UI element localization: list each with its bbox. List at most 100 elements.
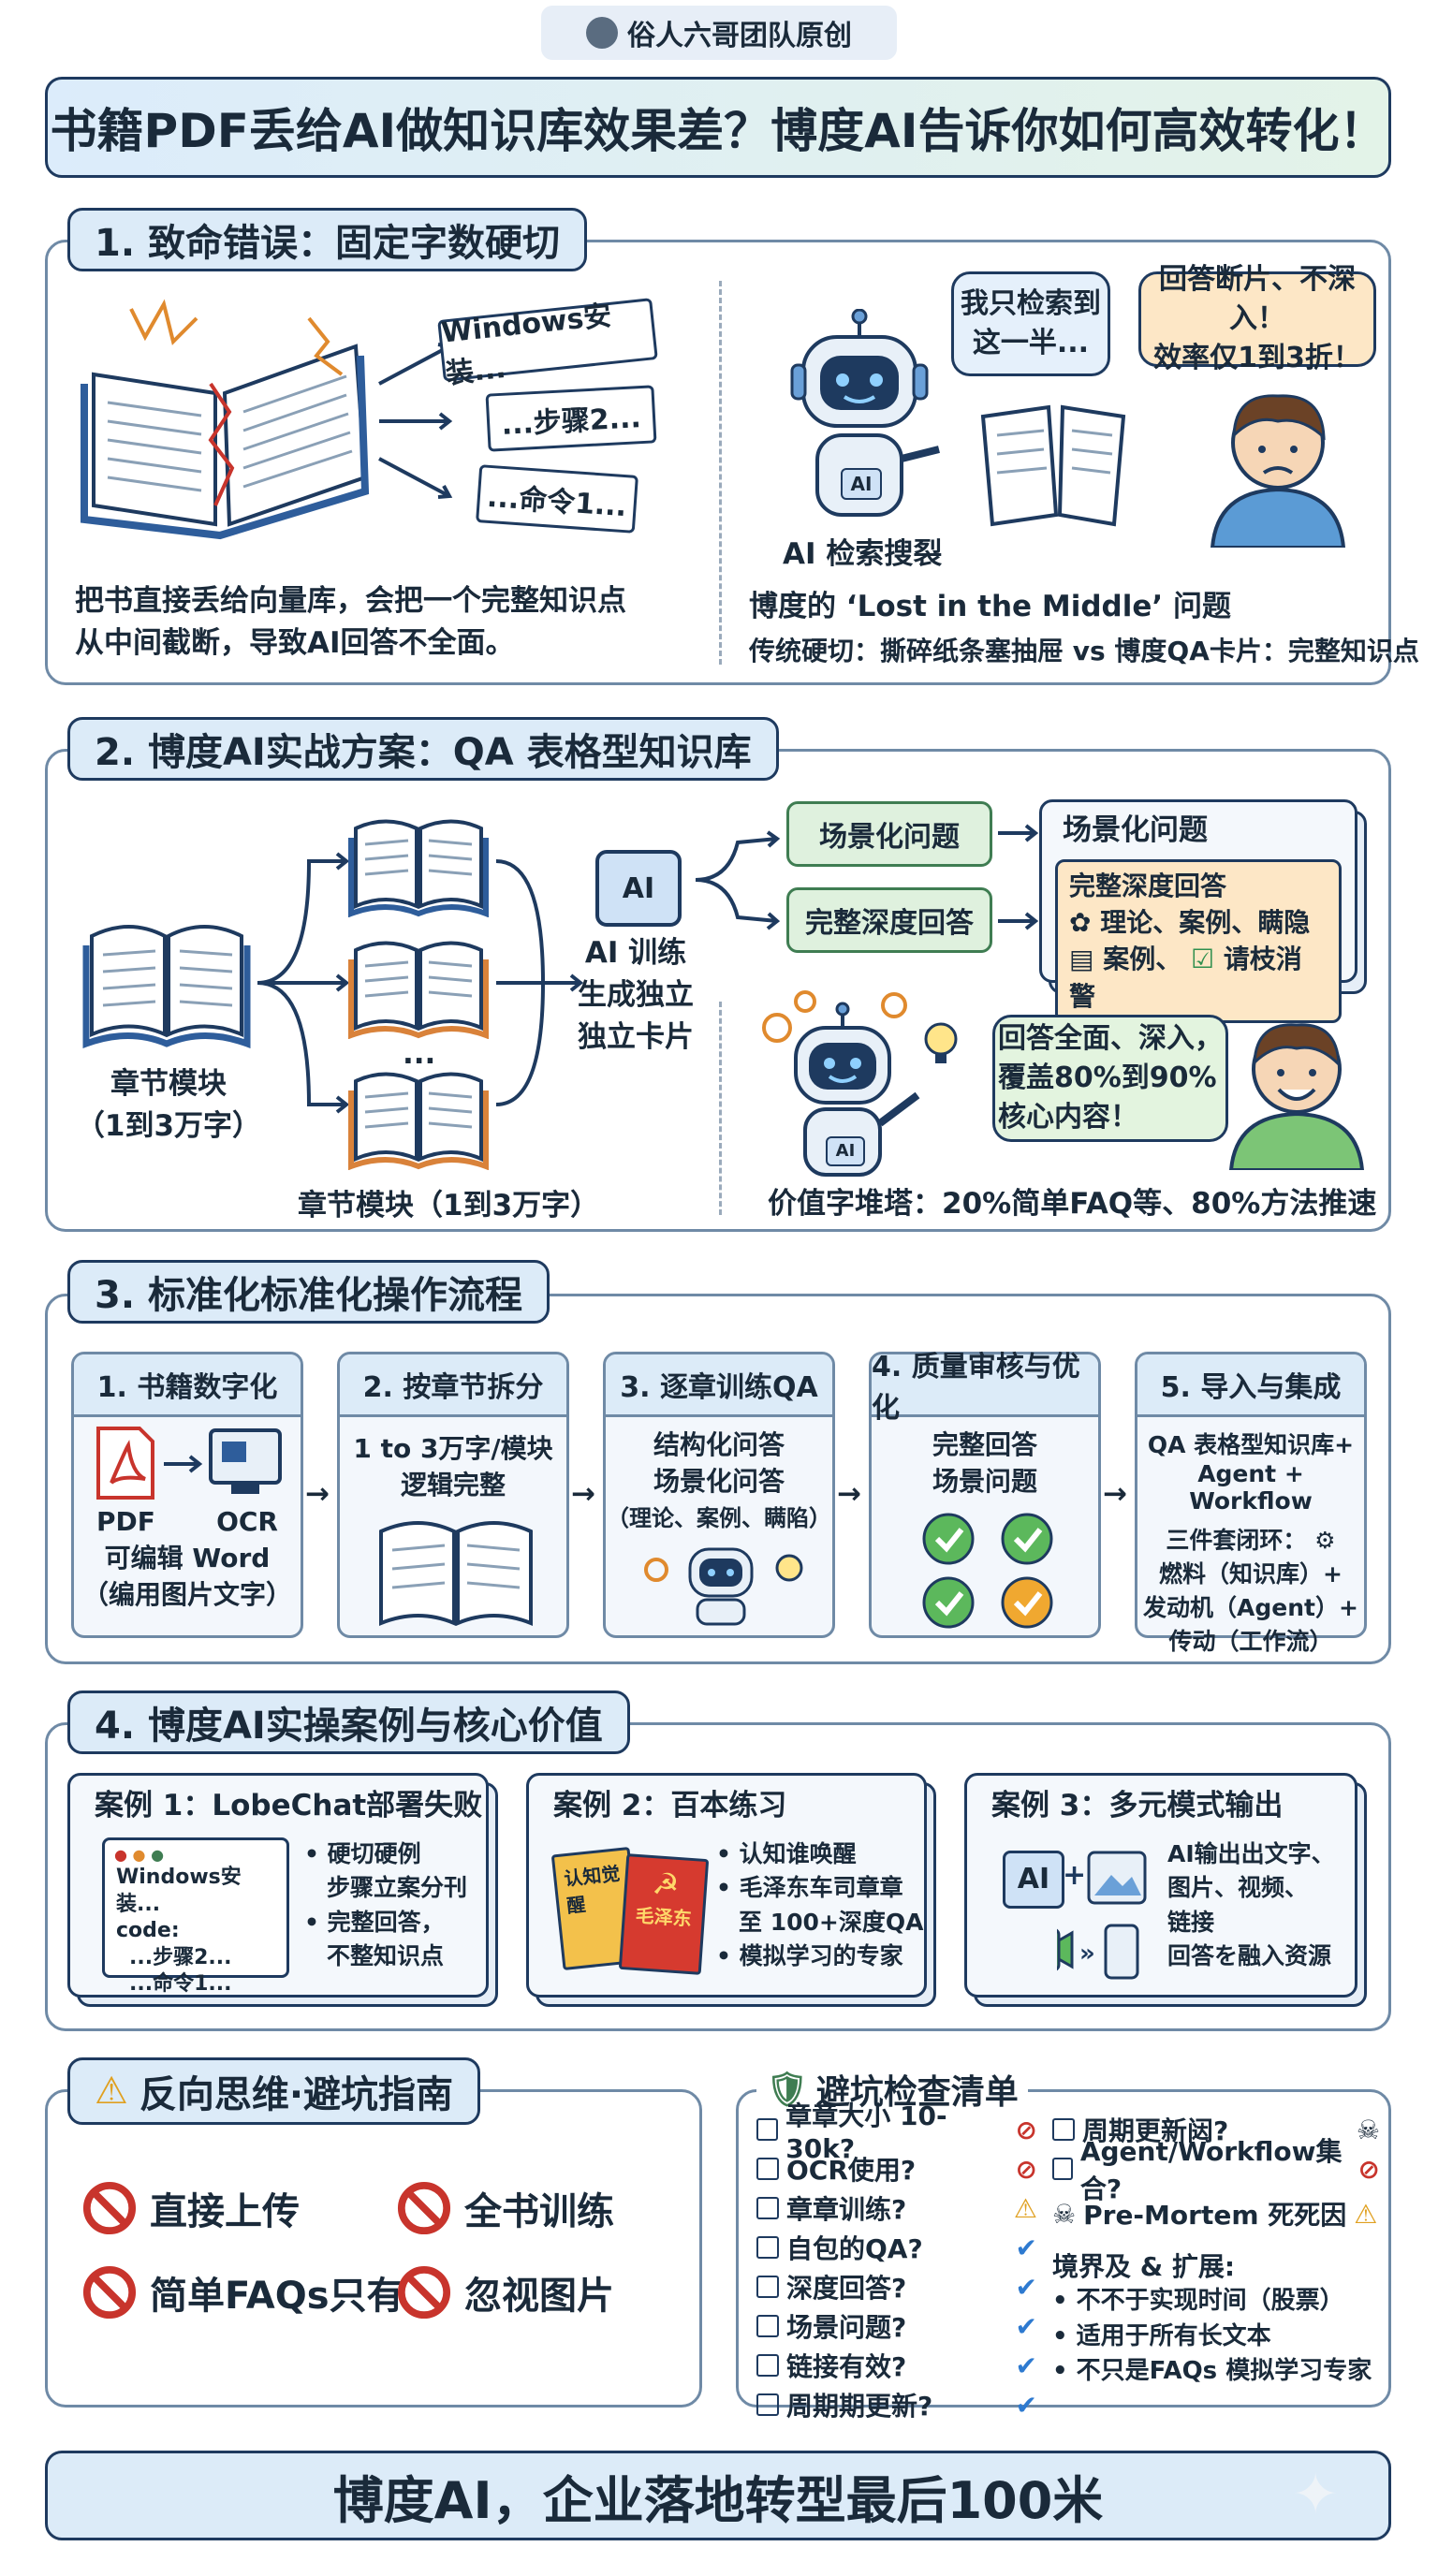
qa-card-title: 场景化问题 [1063,813,1208,847]
step-5-line4: 燃料（知识库）+ [1159,1560,1343,1588]
step-4: 4. 质量审核与优化 完整回答 场景问题 [869,1351,1101,1638]
check-item-2-label: OCR使用? [786,2155,917,2186]
step-5-head: 5. 导入与集成 [1137,1354,1364,1417]
case-1-bullets: • 硬切硬例 步骤立案分刊 • 完整回答， 不整知识点 [304,1837,467,1973]
ai-train-line1: AI 训练 [584,936,687,970]
badge-text: 俗人六哥团队原创 [627,20,852,52]
pitfall-label-2: 全书训练 [464,2190,614,2233]
case-2-b4: • 模拟学习的专家 [716,1941,903,1969]
section-3-tab: 3. 标准化标准化操作流程 [67,1260,550,1324]
pitfall-label-1: 直接上传 [150,2190,300,2233]
qa-card: 场景化问题 完整深度回答 ✿ 理论、案例、瞒隐 ▤ 案例、 ☑ 请枝消警 [1039,799,1357,1023]
check-item-6: 场景问题?✔ [756,2306,1037,2346]
chapter-book-2-icon [348,941,489,1039]
check-item-8: 周期期更新?✔ [756,2385,1037,2424]
ai-chip-label: AI [622,871,655,905]
check-item-9: 周期更新闼?☠ [1052,2110,1380,2149]
step-2-line1: 1 to 3万字/模块 [353,1433,553,1464]
case-1-b1: • 硬切硬例 [304,1840,421,1867]
prohibited-icon [82,2181,137,2235]
source-book-icon [82,925,251,1048]
svg-text:»: » [1079,1939,1095,1968]
flow-arrow-2: → [571,1477,595,1511]
section-6 [736,2089,1391,2408]
s1-right-caption1: 博度的 ‘Lost in the Middle’ 问题 [749,590,1231,623]
footer-banner: 博度AI，企业落地转型最后100米 [45,2451,1391,2540]
code-line-2: code: [116,1919,180,1943]
checkbox[interactable] [756,2276,779,2298]
step-1-labels: PDF OCR [74,1503,301,1540]
ai-train-line3: 独立卡片 [578,1019,694,1054]
blue-check-icon: ✔ [1015,2349,1037,2381]
check-item-5-label: 深度回答? [786,2273,907,2304]
step-5-line2: Agent + Workflow [1189,1460,1313,1515]
step-4-line2: 场景问题 [932,1466,1037,1498]
bulb-icon: ✿ [1069,907,1101,939]
checklist-right: 周期更新闼?☠ Agent/Workflow集合?⊘ ☠Pre-Mortem 死… [1052,2110,1380,2390]
case-1-title: 案例 1：LobeChat部署失败 [95,1789,483,1822]
pitfall-grid: 直接上传 全书训练 简单FAQs只有 忽视图片 [82,2181,682,2368]
checkbox[interactable] [756,2393,779,2416]
step-3-line3: （理论、案例、瞒陷） [607,1505,831,1532]
check-item-3-label: 章章训练? [786,2194,907,2225]
text-slip-1: Windows安装... [437,298,658,390]
checkbox[interactable] [756,2354,779,2377]
prohibited-icon [397,2265,451,2320]
step-5: 5. 导入与集成 QA 表格型知识库+ Agent + Workflow 三件套… [1135,1352,1367,1655]
check-item-6-label: 场景问题? [786,2312,907,2343]
warning-icon: ⚠ [1013,2192,1037,2224]
s2-divider [719,1002,722,1215]
code-line-4: ...命令1... [129,1972,232,1997]
section-5 [45,2089,702,2408]
step-2: 2. 按章节拆分 1 to 3万字/模块 逻辑完整 [337,1352,569,1638]
pitfall-item-3: 简单FAQs只有 [82,2265,404,2320]
s1-left-caption-line2: 从中间截断，导致AI回答不全面。 [75,625,515,660]
training-robot-icon [644,1547,803,1626]
code-line-3: ...步骤2... [129,1945,232,1969]
checkbox[interactable] [756,2197,779,2219]
step-4-head: 4. 质量审核与优化 [872,1351,1098,1425]
s1-divider [719,281,722,665]
check-marks-icon [922,1513,1053,1629]
checklist-title-text: 避坑检查清单 [815,2073,1019,2112]
case-1-code-window: ● ● ● Windows安装... code: ...步骤2... ...命令… [102,1837,289,1996]
case-3-b3: 链接 [1167,1908,1215,1936]
ai-train-label: AI 训练 生成独立 独立卡片 [565,932,706,1059]
checkbox[interactable] [1052,2118,1075,2141]
check-item-10: Agent/Workflow集合?⊘ [1052,2136,1380,2204]
checkbox[interactable] [1052,2158,1073,2180]
premortem-row: ☠Pre-Mortem 死死因⚠ [1052,2194,1380,2233]
case-2-bullets: • 认知谁唤醒 • 毛泽东车司章章 至 100+深度QA • 模拟学习的专家 [716,1837,923,1973]
warning-icon: ⚠ [1354,2198,1378,2230]
section-2-tab: 2. 博度AI实战方案：QA 表格型知识库 [67,717,779,781]
case-3-b1: AI输出出文字、 [1167,1840,1335,1867]
text-slip-3: ...命令1... [476,464,638,534]
checklist-left: 章章大小 10-30k?⊘ OCR使用?⊘ 章章训练?⚠ 自包的QA?✔ 深度回… [756,2100,1037,2424]
skull-icon: ☠ [1052,2198,1077,2230]
book-2-title: 毛泽东 [635,1903,693,1931]
user-bubble-line1: 回答断片、不深入！ [1159,263,1356,335]
scope-item-1: • 不不于实现时间（股票） [1052,2287,1344,2315]
step-5-line3: 三件套闭环： ⚙ [1137,1522,1364,1556]
author-badge: 俗人六哥团队原创 [541,6,897,60]
ai-output-label: AI [1017,1863,1050,1895]
robot-label: AI 检索搜裂 [783,537,943,571]
checkbox[interactable] [756,2236,779,2259]
pill-deep-answer: 完整深度回答 [786,887,992,953]
case-2-b3: 至 100+深度QA [739,1908,924,1936]
check-item-8-label: 周期期更新? [786,2391,933,2422]
robot-bubble-line2: 这一半... [972,327,1090,359]
avatar-icon [586,17,618,49]
checkbox[interactable] [756,2158,779,2180]
step-4-line1: 完整回答 [932,1429,1037,1460]
gear-icon: ⚙ [1306,1527,1336,1554]
step-1-head: 1. 书籍数字化 [74,1354,301,1417]
qa-inner-line1: ✿ 理论、案例、瞒隐 [1069,904,1328,941]
s2-left-label: 章节模块 （1到3万字） [66,1063,271,1148]
result-bubble-line2: 覆盖80%到90% [998,1061,1217,1094]
case-1-b2: 步骤立案分刊 [327,1874,468,1902]
ai-chip-icon: AI [595,850,682,927]
section-5-tab-text: 反向思维·避坑指南 [139,2073,454,2116]
checkbox[interactable] [756,2315,779,2337]
checkbox[interactable] [756,2118,779,2141]
